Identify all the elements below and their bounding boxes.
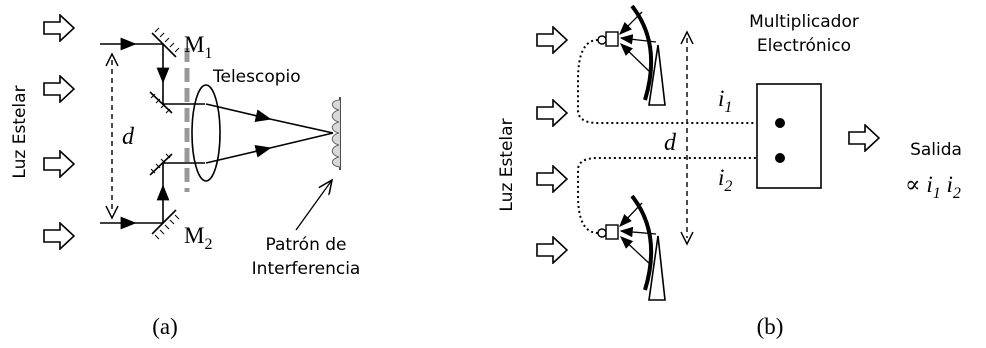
panel-a: Luz Estelar	[10, 14, 361, 339]
d-arrowhead-down-b	[680, 231, 694, 246]
inner-mirror-top	[149, 91, 173, 114]
starlight-arrow-a-4	[43, 222, 75, 250]
output-label: Salida	[910, 140, 962, 160]
mirror-m1-label: M1	[184, 32, 212, 62]
output-formula: ∝ i1 i2	[905, 172, 961, 202]
starlight-arrow-b-2	[536, 99, 568, 127]
d-arrowhead-up-b	[680, 30, 694, 45]
telescope-label: Telescopio	[212, 67, 301, 87]
telescope-lens	[191, 84, 221, 182]
starlight-arrow-b-4	[536, 236, 568, 264]
distance-d-label-b: d	[664, 130, 677, 156]
pattern-pointer-arrow	[295, 180, 332, 231]
multiplier-label-line2: Electrónico	[757, 36, 851, 56]
starlight-arrow-b-3	[536, 165, 568, 193]
inner-mirror-bottom	[149, 153, 173, 176]
caption-b: (b)	[757, 314, 784, 339]
distance-d-label-a: d	[122, 124, 135, 150]
output-arrow	[848, 124, 880, 152]
converging-beam-bottom-end	[269, 132, 334, 149]
electronic-multiplier-box	[756, 83, 822, 189]
starlight-arrow-a-3	[43, 150, 75, 178]
converging-beam-bottom	[205, 145, 272, 164]
pattern-label-line1: Patrón de	[265, 235, 346, 255]
panel-b: Luz Estelar	[497, 4, 962, 339]
starlight-arrow-a-1	[43, 14, 75, 42]
starlight-arrow-a-2	[43, 75, 75, 103]
multiplier-input-2	[775, 153, 785, 163]
current-i2-label: i2	[718, 165, 732, 195]
caption-a: (a)	[152, 314, 178, 339]
mirror-m1	[151, 27, 180, 58]
cable-signal-2	[577, 157, 780, 234]
current-i1-label: i1	[718, 86, 732, 116]
luz-estelar-label-b: Luz Estelar	[497, 118, 517, 211]
luz-estelar-label-a: Luz Estelar	[10, 85, 30, 178]
converging-beam-top-end	[269, 118, 334, 134]
starlight-arrow-b-1	[536, 26, 568, 54]
cable-signal-1	[577, 39, 780, 124]
interference-pattern	[331, 99, 341, 168]
dish-antenna-bottom	[597, 194, 666, 301]
multiplier-input-1	[775, 118, 785, 128]
pattern-label-line2: Interferencia	[252, 259, 361, 279]
mirror-m2	[151, 209, 180, 240]
dish-antenna-top	[597, 4, 666, 106]
mirror-m2-label: M2	[184, 223, 212, 253]
d-arrowhead-up-a	[105, 52, 119, 67]
d-arrowhead-down-a	[105, 205, 119, 220]
multiplier-label-line1: Multiplicador	[749, 12, 859, 32]
converging-beam-top	[205, 103, 272, 122]
